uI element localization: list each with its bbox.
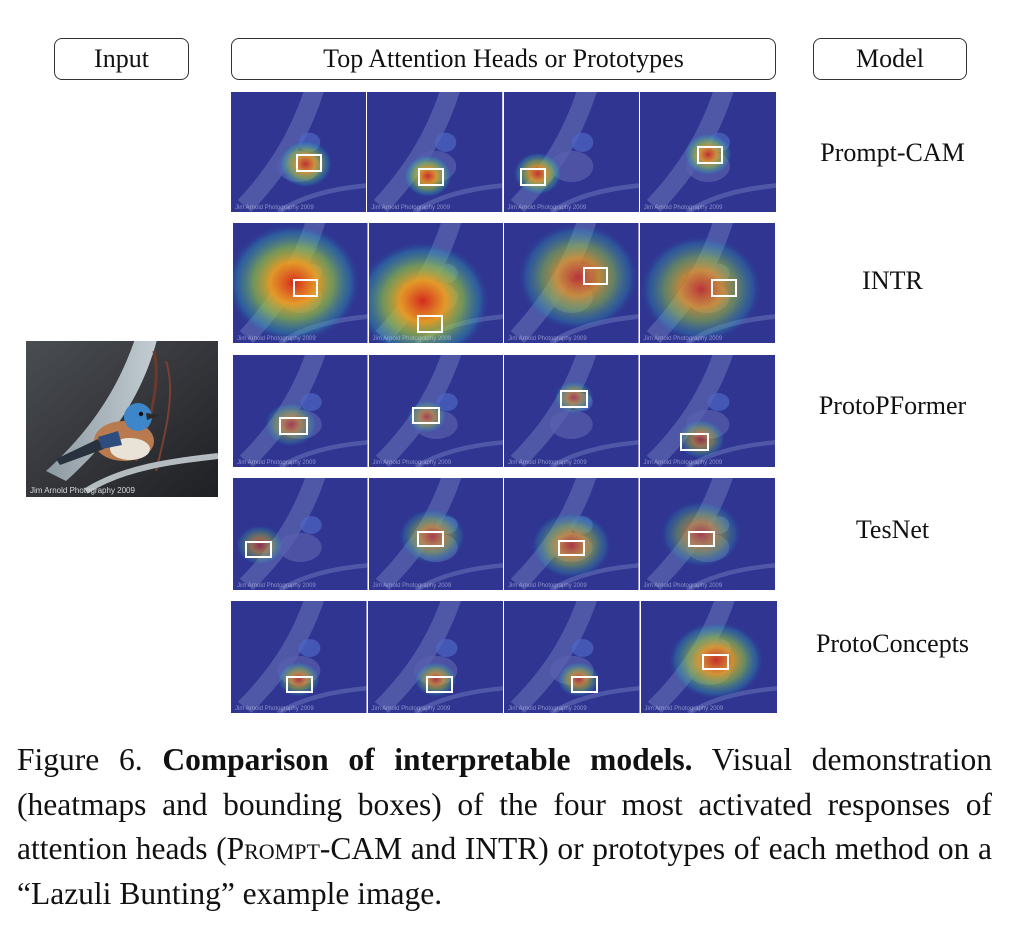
figure-caption: Figure 6. Comparison of interpretable mo… bbox=[17, 738, 992, 916]
row-intr: Jim Arnold Photography 2009 Jim Arnold Ph… bbox=[233, 223, 775, 343]
tile-watermark: Jim Arnold Photography 2009 bbox=[643, 460, 723, 466]
model-header: Model bbox=[813, 38, 967, 80]
bounding-box bbox=[426, 676, 454, 693]
heatmap-tile-2: Jim Arnold Photography 2009 bbox=[368, 478, 504, 590]
bounding-box bbox=[582, 267, 609, 286]
attention-heads-header: Top Attention Heads or Prototypes bbox=[231, 38, 776, 80]
bounding-box bbox=[570, 676, 599, 693]
heatmap-overlay bbox=[639, 92, 776, 212]
heatmap-overlay bbox=[231, 92, 367, 212]
caption-label: Figure 6. bbox=[17, 742, 143, 777]
bounding-box bbox=[417, 167, 444, 186]
heatmap-tile-3: Jim Arnold Photography 2009 bbox=[504, 355, 640, 467]
heatmap-overlay bbox=[504, 601, 640, 713]
tile-watermark: Jim Arnold Photography 2009 bbox=[237, 460, 316, 466]
heatmap-overlay bbox=[233, 478, 368, 590]
row-tesnet: Jim Arnold Photography 2009 Jim Arnold Ph… bbox=[233, 478, 775, 590]
tile-watermark: Jim Arnold Photography 2009 bbox=[371, 205, 450, 211]
model-label-intr: INTR bbox=[862, 266, 923, 295]
heatmap-tile-3: Jim Arnold Photography 2009 bbox=[504, 478, 640, 590]
bounding-box bbox=[296, 154, 323, 173]
bounding-box bbox=[285, 676, 313, 693]
bounding-box bbox=[558, 539, 586, 557]
tile-watermark: Jim Arnold Photography 2009 bbox=[371, 706, 451, 712]
bounding-box bbox=[696, 146, 723, 164]
caption-bold-title: Comparison of interpretable models. bbox=[162, 742, 693, 777]
bounding-box bbox=[559, 389, 588, 408]
lazuli-bunting-illustration bbox=[26, 341, 218, 497]
bounding-box bbox=[279, 416, 308, 435]
heatmap-overlay bbox=[367, 92, 503, 212]
input-watermark: Jim Arnold Photography 2009 bbox=[30, 486, 135, 495]
heatmap-tile-4: Jim Arnold Photography 2009 bbox=[639, 223, 775, 343]
heatmap-overlay bbox=[503, 92, 639, 212]
model-label-protoconcepts: ProtoConcepts bbox=[815, 629, 970, 658]
heatmap-overlay bbox=[233, 223, 368, 343]
heatmap-overlay bbox=[367, 601, 503, 713]
caption-text-part2: -CAM and INTR) or prototypes of each met… bbox=[17, 831, 992, 911]
model-label-protopformer: ProtoPFormer bbox=[818, 391, 967, 420]
tile-watermark: Jim Arnold Photography 2009 bbox=[372, 336, 452, 342]
input-header: Input bbox=[54, 38, 189, 80]
tile-watermark: Jim Arnold Photography 2009 bbox=[508, 583, 587, 589]
tile-watermark: Jim Arnold Photography 2009 bbox=[644, 706, 724, 712]
model-label-tesnet: TesNet bbox=[855, 515, 930, 544]
heatmap-tile-3: Jim Arnold Photography 2009 bbox=[504, 601, 641, 713]
heatmap-tile-4: Jim Arnold Photography 2009 bbox=[639, 92, 776, 212]
row-prompt-cam: Jim Arnold Photography 2009 Jim Arnold Ph… bbox=[231, 92, 776, 212]
tile-watermark: Jim Arnold Photography 2009 bbox=[372, 583, 452, 589]
tile-watermark: Jim Arnold Photography 2009 bbox=[372, 460, 452, 466]
heatmap-overlay bbox=[233, 355, 368, 467]
model-label-prompt-cam: Prompt-CAM bbox=[820, 138, 965, 167]
bounding-box bbox=[711, 279, 738, 298]
input-bird-image: Jim Arnold Photography 2009 bbox=[26, 341, 218, 497]
bounding-box bbox=[417, 315, 443, 334]
heatmap-overlay bbox=[368, 355, 503, 467]
heatmap-overlay bbox=[504, 478, 639, 590]
bounding-box bbox=[680, 433, 709, 452]
row-protoconcepts: Jim Arnold Photography 2009 Jim Arnold Ph… bbox=[231, 601, 777, 713]
heatmap-tile-1: Jim Arnold Photography 2009 bbox=[231, 601, 368, 713]
heatmap-overlay bbox=[639, 223, 775, 343]
heatmap-tile-4: Jim Arnold Photography 2009 bbox=[639, 355, 775, 467]
tile-watermark: Jim Arnold Photography 2009 bbox=[643, 583, 723, 589]
tile-watermark: Jim Arnold Photography 2009 bbox=[507, 205, 587, 211]
bounding-box bbox=[417, 530, 445, 548]
tile-watermark: Jim Arnold Photography 2009 bbox=[643, 205, 723, 211]
heatmap-tile-1: Jim Arnold Photography 2009 bbox=[233, 355, 369, 467]
heatmap-tile-4: Jim Arnold Photography 2009 bbox=[639, 478, 775, 590]
bounding-box bbox=[292, 279, 319, 298]
bounding-box bbox=[519, 167, 546, 186]
bounding-box bbox=[701, 653, 730, 671]
caption-text-part1: Visual demonstration (heatmaps and bound… bbox=[17, 742, 993, 866]
heatmap-tile-1: Jim Arnold Photography 2009 bbox=[233, 478, 369, 590]
bounding-box bbox=[411, 406, 441, 425]
heatmap-tile-2: Jim Arnold Photography 2009 bbox=[367, 92, 504, 212]
heatmap-tile-2: Jim Arnold Photography 2009 bbox=[367, 601, 504, 713]
caption-prompt-smallcaps: Prompt bbox=[226, 831, 320, 866]
bounding-box bbox=[245, 540, 273, 558]
tile-watermark: Jim Arnold Photography 2009 bbox=[237, 336, 316, 342]
heatmap-tile-2: Jim Arnold Photography 2009 bbox=[368, 223, 504, 343]
row-protopformer: Jim Arnold Photography 2009 Jim Arnold Ph… bbox=[233, 355, 775, 467]
tile-watermark: Jim Arnold Photography 2009 bbox=[235, 706, 314, 712]
heatmap-overlay bbox=[504, 223, 639, 343]
tile-watermark: Jim Arnold Photography 2009 bbox=[643, 336, 723, 342]
heatmap-overlay bbox=[231, 601, 367, 713]
tile-watermark: Jim Arnold Photography 2009 bbox=[508, 336, 587, 342]
heatmap-overlay bbox=[368, 223, 503, 343]
tile-watermark: Jim Arnold Photography 2009 bbox=[235, 205, 314, 211]
heatmap-tile-1: Jim Arnold Photography 2009 bbox=[231, 92, 368, 212]
heatmap-tile-2: Jim Arnold Photography 2009 bbox=[368, 355, 504, 467]
heatmap-tile-1: Jim Arnold Photography 2009 bbox=[233, 223, 369, 343]
bounding-box bbox=[688, 530, 716, 548]
heatmap-overlay bbox=[504, 355, 639, 467]
heatmap-tile-3: Jim Arnold Photography 2009 bbox=[504, 223, 640, 343]
tile-watermark: Jim Arnold Photography 2009 bbox=[508, 460, 587, 466]
tile-watermark: Jim Arnold Photography 2009 bbox=[237, 583, 316, 589]
heatmap-tile-4: Jim Arnold Photography 2009 bbox=[640, 601, 777, 713]
heatmap-overlay bbox=[640, 601, 777, 713]
tile-watermark: Jim Arnold Photography 2009 bbox=[508, 706, 587, 712]
heatmap-tile-3: Jim Arnold Photography 2009 bbox=[503, 92, 640, 212]
